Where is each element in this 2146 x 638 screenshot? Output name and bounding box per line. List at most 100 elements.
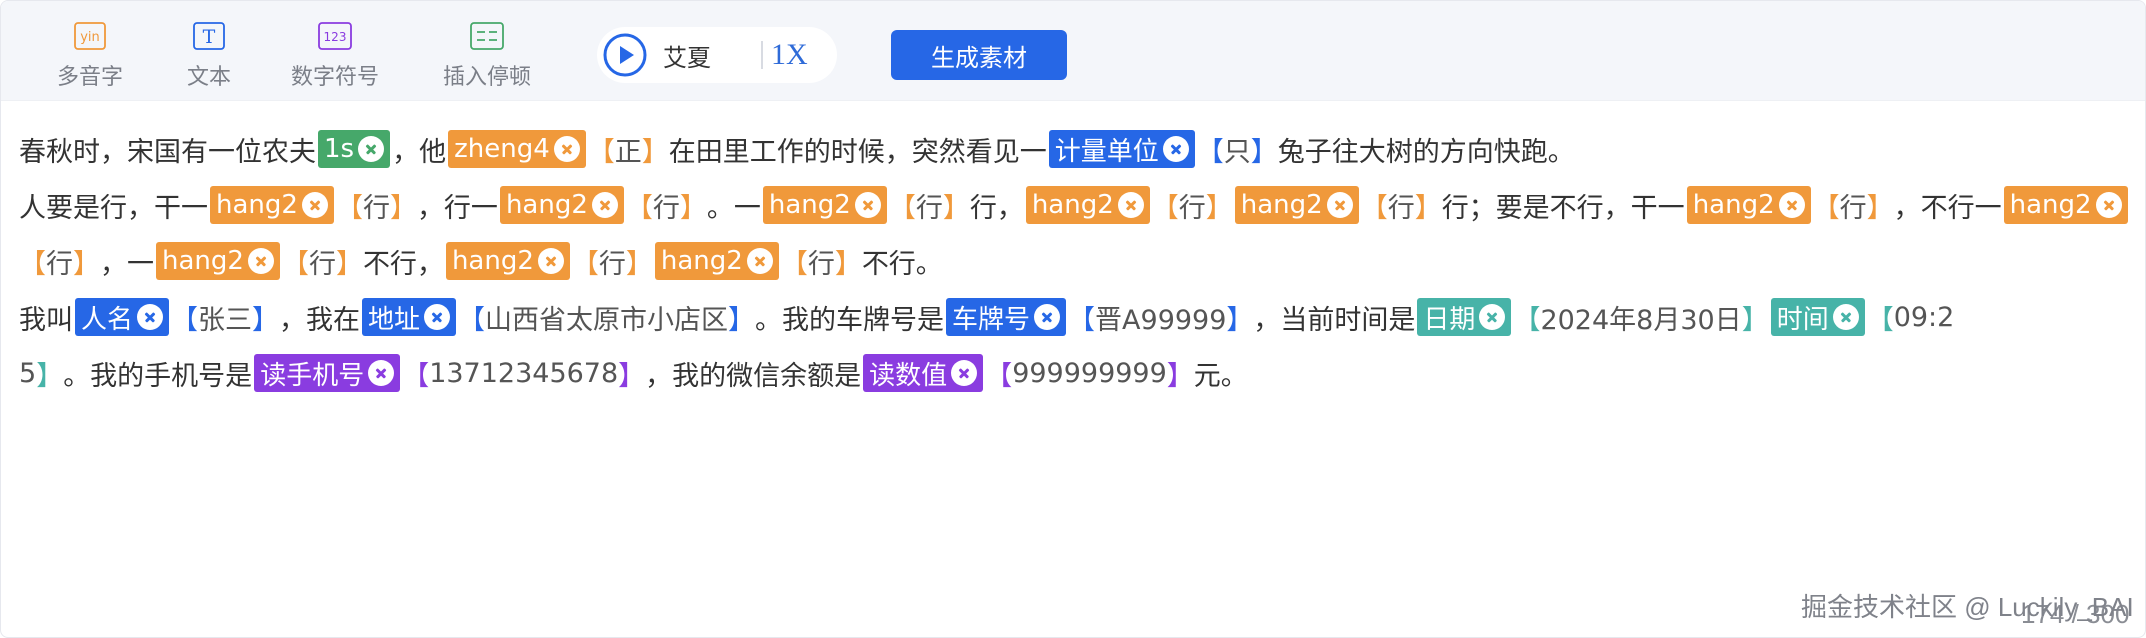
bracket-close: 】 xyxy=(389,192,417,224)
plate-number-tag[interactable]: 车牌号 xyxy=(946,298,1067,336)
ssml-editor-content[interactable]: 春秋时，宋国有一位农夫 1s ，他 zheng4 【正】 在田里工作的时候，突然… xyxy=(19,121,2129,401)
bracket-open: 【 xyxy=(1151,192,1179,224)
remove-tag-icon[interactable] xyxy=(2095,192,2122,218)
tag-label: 人名 xyxy=(81,304,134,335)
read-number-tag[interactable]: 读数值 xyxy=(863,354,984,392)
text-segment: 元。 xyxy=(1193,360,1248,392)
polyphone-tag[interactable]: hang2 xyxy=(654,242,779,280)
tag-value: 行 xyxy=(915,192,943,224)
bracket-open: 【 xyxy=(335,192,363,224)
remove-tag-icon[interactable] xyxy=(1117,192,1144,218)
text-segment: ，不行一 xyxy=(1893,192,2002,224)
remove-tag-icon[interactable] xyxy=(368,360,395,386)
bracket-open: 【 xyxy=(985,360,1013,392)
polyphone-tag[interactable]: hang2 xyxy=(499,186,624,224)
remove-tag-icon[interactable] xyxy=(247,248,274,274)
text-segment: 我叫 xyxy=(19,304,73,336)
time-tag[interactable]: 时间 xyxy=(1770,298,1865,336)
bracket-close: 】 xyxy=(36,360,64,392)
tag-label: 地址 xyxy=(368,304,421,335)
remove-tag-icon[interactable] xyxy=(1832,304,1859,330)
tag-value: 行 xyxy=(46,248,73,280)
polyphone-tag[interactable]: hang2 xyxy=(445,242,570,280)
remove-tag-icon[interactable] xyxy=(1778,192,1805,218)
polyphone-tag[interactable]: hang2 xyxy=(2003,186,2128,224)
tag-value: 正 xyxy=(614,136,642,168)
text-segment: ，一 xyxy=(100,248,154,280)
play-icon[interactable] xyxy=(601,31,649,79)
remove-tag-icon[interactable] xyxy=(951,360,978,386)
polyphone-tag[interactable]: hang2 xyxy=(762,186,887,224)
text-line: 我叫 人名 【张三】 ，我在 地址 【山西省太原市小店区】 。我的车牌号是 车牌… xyxy=(19,289,2129,345)
tag-value: 行 xyxy=(1839,192,1867,224)
tag-label: hang2 xyxy=(1031,190,1114,220)
text-segment: ，他 xyxy=(392,136,447,168)
number-symbol-tool-button[interactable]: 123 数字符号 xyxy=(291,21,379,91)
text-segment: 在田里工作的时候，突然看见一 xyxy=(668,136,1047,168)
bracket-open: 【 xyxy=(571,248,599,280)
tag-label: 日期 xyxy=(1423,304,1476,335)
bracket-close: 】 xyxy=(625,248,653,280)
svg-text:123: 123 xyxy=(324,30,347,44)
remove-tag-icon[interactable] xyxy=(137,304,164,330)
bracket-open: 【 xyxy=(888,192,916,224)
remove-tag-icon[interactable] xyxy=(1162,136,1189,162)
tag-value: 山西省太原市小店区 xyxy=(485,304,729,336)
bracket-open: 【 xyxy=(780,248,808,280)
pause-tag[interactable]: 1s xyxy=(318,130,391,168)
toolbar: yin 多音字 T 文本 123 数字符号 xyxy=(1,1,2145,101)
text-tool-button[interactable]: T 文本 xyxy=(187,21,231,91)
polyphone-tag[interactable]: hang2 xyxy=(1234,186,1359,224)
tag-value: 晋A99999 xyxy=(1095,304,1227,336)
tag-label: hang2 xyxy=(1692,190,1775,220)
polyphone-tag[interactable]: zheng4 xyxy=(448,130,586,168)
polyphone-tag[interactable]: hang2 xyxy=(1686,186,1811,224)
remove-tag-icon[interactable] xyxy=(1326,192,1353,218)
bracket-open: 【 xyxy=(402,360,430,392)
bracket-close: 】 xyxy=(834,248,862,280)
tag-label: 计量单位 xyxy=(1054,136,1159,167)
remove-tag-icon[interactable] xyxy=(1034,304,1061,330)
polyphone-tag[interactable]: hang2 xyxy=(210,186,334,224)
remove-tag-icon[interactable] xyxy=(301,192,328,218)
remove-tag-icon[interactable] xyxy=(537,248,564,274)
bracket-open: 【 xyxy=(19,248,46,280)
polyphone-tag[interactable]: hang2 xyxy=(1025,186,1150,224)
text-segment: ，行一 xyxy=(416,192,498,224)
polyphone-tool-button[interactable]: yin 多音字 xyxy=(57,21,123,91)
bracket-open: 【 xyxy=(1360,192,1388,224)
remove-tag-icon[interactable] xyxy=(553,136,580,162)
read-phone-tag[interactable]: 读手机号 xyxy=(254,354,401,392)
tag-value: 行 xyxy=(308,248,336,280)
bracket-open: 【 xyxy=(1196,136,1224,168)
unit-tag[interactable]: 计量单位 xyxy=(1048,130,1195,168)
remove-tag-icon[interactable] xyxy=(424,304,451,330)
remove-tag-icon[interactable] xyxy=(854,192,881,218)
tag-value: 行 xyxy=(1387,192,1415,224)
person-name-tag[interactable]: 人名 xyxy=(75,298,170,336)
date-tag[interactable]: 日期 xyxy=(1417,298,1512,336)
address-tag[interactable]: 地址 xyxy=(362,298,457,336)
bracket-close: 】 xyxy=(1166,360,1194,392)
remove-tag-icon[interactable] xyxy=(746,248,773,274)
character-counter: 174 / 300 xyxy=(2021,599,2130,629)
bracket-open: 【 xyxy=(1812,192,1840,224)
tag-label: 1s xyxy=(324,134,355,164)
text-segment: 兔子往大树的方向快跑。 xyxy=(1277,136,1575,168)
text-segment: ，我在 xyxy=(279,304,361,336)
speed-selector[interactable]: 1X xyxy=(771,38,808,71)
remove-tag-icon[interactable] xyxy=(358,136,385,162)
remove-tag-icon[interactable] xyxy=(591,192,618,218)
bracket-open: 【 xyxy=(1866,304,1894,336)
insert-pause-tool-button[interactable]: 插入停顿 xyxy=(443,21,531,91)
generate-material-button[interactable]: 生成素材 xyxy=(891,30,1067,80)
voice-name[interactable]: 艾夏 xyxy=(663,43,711,72)
polyphone-tag[interactable]: hang2 xyxy=(156,242,280,280)
tag-value: 13712345678 xyxy=(429,357,619,389)
bracket-close: 】 xyxy=(728,304,756,336)
remove-tag-icon[interactable] xyxy=(1479,304,1506,330)
bracket-open: 【 xyxy=(587,136,615,168)
text-segment: 。一 xyxy=(706,192,761,224)
tag-value: 5 xyxy=(19,357,37,389)
tag-value: 09:2 xyxy=(1893,301,1955,333)
